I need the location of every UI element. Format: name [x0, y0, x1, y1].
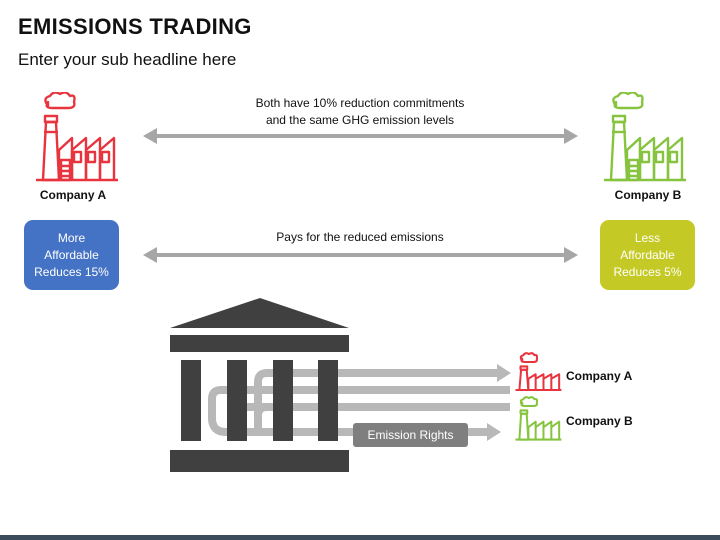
arrow-right-icon-company-a	[497, 364, 511, 382]
company-b-affordability-box: Less Affordable Reduces 5%	[600, 220, 695, 290]
box-b-line2: Affordable	[620, 247, 675, 262]
factory-icon-company-a	[36, 92, 118, 182]
bottom-company-a-label: Company A	[566, 369, 633, 383]
box-b-line3: Reduces 5%	[613, 264, 682, 279]
box-a-line1: More	[57, 230, 86, 245]
flow-to-company-b-lower	[208, 417, 488, 436]
commitment-caption: Both have 10% reduction commitments and …	[210, 95, 510, 129]
commitment-caption-line2: and the same GHG emission levels	[265, 113, 455, 127]
arrow-right-icon-company-b	[487, 423, 501, 441]
bottom-company-b-label: Company B	[566, 414, 633, 428]
box-a-line2: Affordable	[44, 247, 99, 262]
flow-to-company-b-upper	[208, 386, 510, 418]
company-a-label: Company A	[39, 188, 107, 202]
double-arrow-icon-top	[143, 128, 578, 144]
factory-icon-company-b	[604, 92, 686, 182]
flow-to-company-a	[254, 369, 498, 432]
emission-rights-label: Emission Rights	[353, 423, 468, 447]
company-a-affordability-box: More Affordable Reduces 15%	[24, 220, 119, 290]
factory-icon-small-company-b	[515, 396, 562, 441]
factory-icon-small-company-a	[515, 352, 562, 391]
double-arrow-icon-middle	[143, 247, 578, 263]
box-a-line3: Reduces 15%	[34, 264, 109, 279]
commitment-caption-line1: Both have 10% reduction commitments	[255, 96, 465, 110]
company-b-label: Company B	[614, 188, 682, 202]
page-title: EMISSIONS TRADING	[18, 14, 252, 39]
bank-building-icon	[170, 298, 349, 472]
page-subtitle: Enter your sub headline here	[18, 50, 237, 69]
payment-caption: Pays for the reduced emissions	[276, 230, 444, 244]
box-b-line1: Less	[634, 230, 661, 245]
footer-bar	[0, 535, 720, 540]
